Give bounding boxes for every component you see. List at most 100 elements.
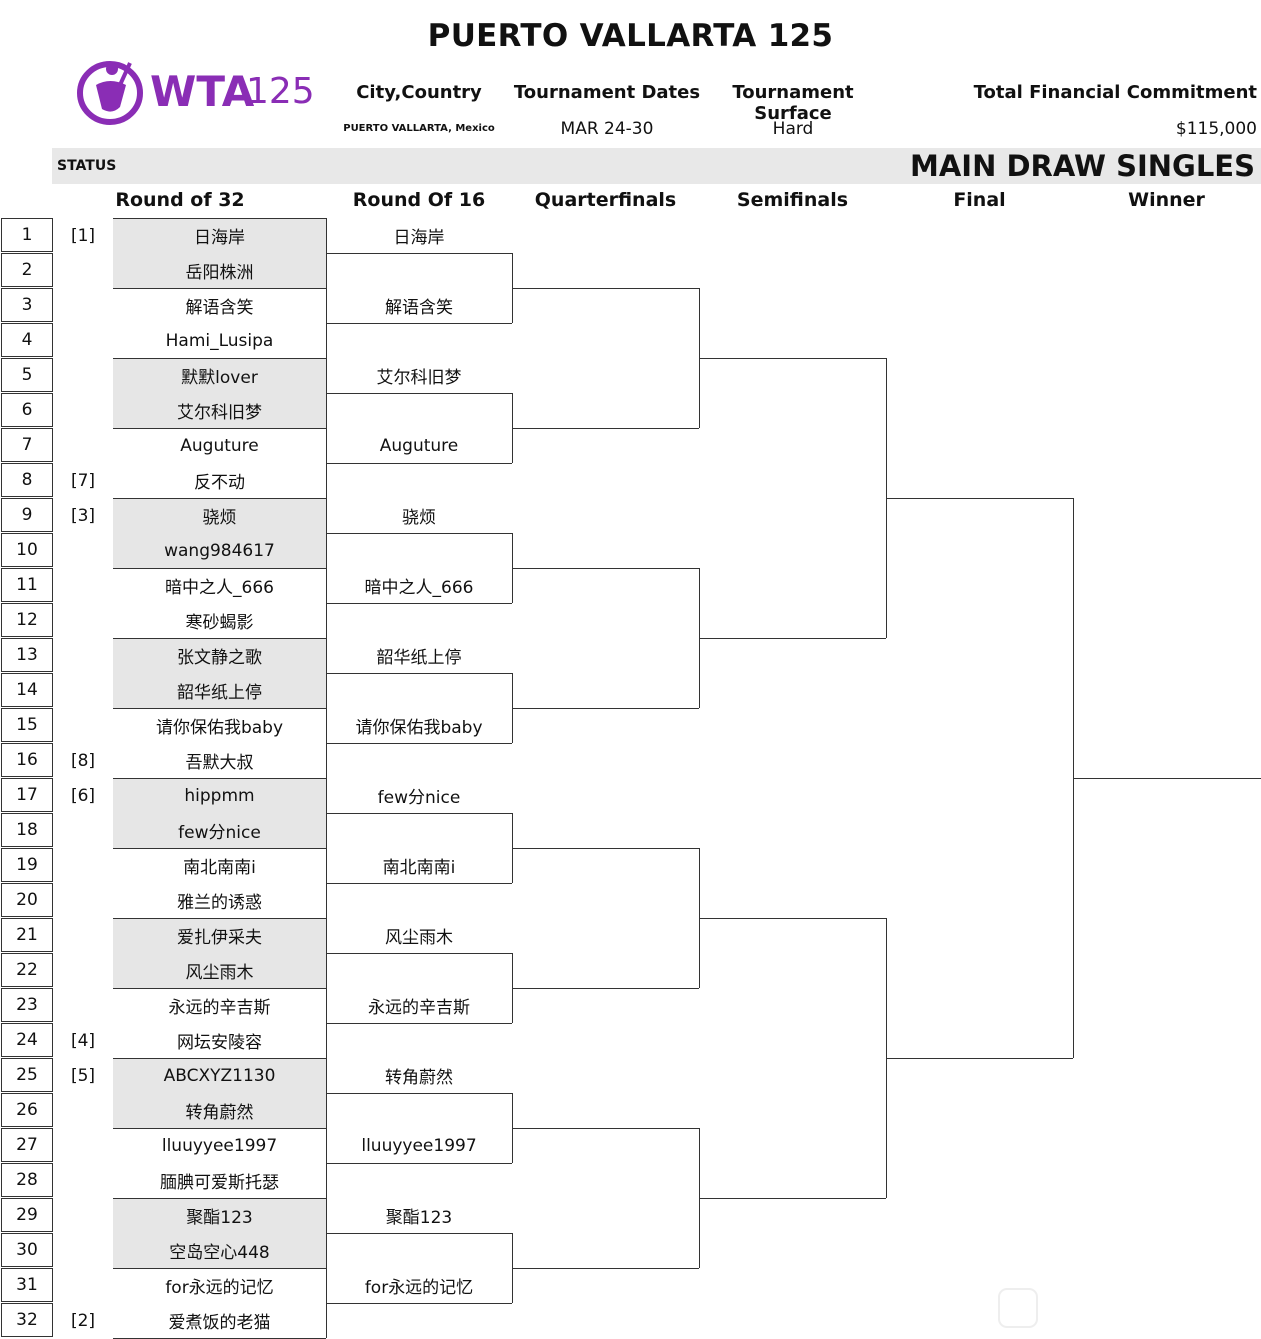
- draw-position-number: 17: [1, 778, 53, 812]
- draw-position-number: 1: [1, 218, 53, 252]
- page-title: PUERTO VALLARTA 125: [427, 18, 834, 54]
- round-of-16-player: lluuyyee1997: [361, 1135, 477, 1156]
- draw-position-number: 4: [1, 323, 53, 357]
- round-of-32-player: 雅兰的诱惑: [177, 893, 262, 913]
- draw-position-number: 16: [1, 743, 53, 777]
- seed-label: [3]: [70, 506, 96, 526]
- round-of-16-player: 日海岸: [393, 228, 445, 248]
- dates-header: Tournament Dates: [513, 82, 701, 103]
- draw-position-number: 32: [1, 1303, 53, 1337]
- col-round-of-16: Round Of 16: [352, 189, 486, 211]
- round-of-32-player: 韶华纸上停: [113, 673, 326, 708]
- financial-header: Total Financial Commitment: [973, 82, 1257, 103]
- col-winner: Winner: [1128, 189, 1205, 211]
- col-quarterfinals: Quarterfinals: [534, 189, 677, 211]
- round-of-32-player: 永远的辛吉斯: [168, 998, 271, 1018]
- seed-label: [8]: [70, 751, 96, 771]
- draw-label: MAIN DRAW SINGLES: [909, 149, 1255, 183]
- round-of-32-player: ABCXYZ1130: [113, 1058, 326, 1093]
- logo-125-text: 125: [246, 71, 315, 112]
- draw-position-number: 8: [1, 463, 53, 497]
- round-of-32-player: 反不动: [194, 473, 245, 493]
- round-of-16-player: for永远的记忆: [364, 1278, 474, 1298]
- round-of-32-player: few分nice: [113, 813, 326, 848]
- round-of-16-player: 聚酯123: [385, 1208, 453, 1228]
- draw-position-number: 3: [1, 288, 53, 322]
- round-of-32-player: 解语含笑: [185, 298, 254, 318]
- round-of-16-player: 骁烦: [402, 508, 436, 528]
- round-of-32-player: 寒砂蝎影: [185, 613, 254, 633]
- draw-position-number: 18: [1, 813, 53, 847]
- surface-value: Hard: [772, 119, 814, 139]
- surface-header: Tournament Surface: [732, 82, 854, 124]
- draw-position-number: 13: [1, 638, 53, 672]
- col-round-of-32: Round of 32: [115, 189, 245, 211]
- col-final: Final: [953, 189, 1006, 211]
- round-of-32-player: 风尘雨木: [113, 953, 326, 988]
- draw-position-number: 6: [1, 393, 53, 427]
- draw-position-number: 9: [1, 498, 53, 532]
- watermark-icon: [998, 1288, 1038, 1328]
- round-of-32-player: 南北南南i: [183, 858, 256, 878]
- draw-position-number: 23: [1, 988, 53, 1022]
- round-of-32-player: 艾尔科旧梦: [113, 393, 326, 428]
- draw-position-number: 7: [1, 428, 53, 462]
- col-semifinals: Semifinals: [736, 189, 849, 211]
- draw-position-number: 15: [1, 708, 53, 742]
- seed-label: [2]: [70, 1311, 96, 1331]
- draw-position-number: 25: [1, 1058, 53, 1092]
- draw-position-number: 2: [1, 253, 53, 287]
- draw-position-number: 20: [1, 883, 53, 917]
- draw-position-number: 30: [1, 1233, 53, 1267]
- round-of-16-player: 请你保佑我baby: [355, 718, 483, 738]
- round-of-32-player: 张文静之歌: [113, 638, 326, 673]
- status-label: STATUS: [57, 158, 117, 174]
- city-value: PUERTO VALLARTA, Mexico: [343, 123, 495, 134]
- round-of-16-player: Auguture: [379, 435, 459, 456]
- draw-position-number: 26: [1, 1093, 53, 1127]
- round-of-32-player: 岳阳株洲: [113, 253, 326, 288]
- financial-value: $115,000: [1175, 119, 1257, 139]
- dates-value: MAR 24-30: [560, 119, 654, 139]
- round-of-16-player: few分nice: [377, 788, 461, 808]
- round-of-16-player: 永远的辛吉斯: [368, 998, 470, 1018]
- round-of-16-player: 解语含笑: [385, 298, 453, 318]
- draw-position-number: 12: [1, 603, 53, 637]
- logo-wta-text: WTA: [150, 67, 255, 116]
- draw-position-number: 22: [1, 953, 53, 987]
- status-bar: [52, 148, 1261, 184]
- round-of-32-player: 日海岸: [113, 218, 326, 253]
- draw-position-number: 24: [1, 1023, 53, 1057]
- round-of-32-player: 爱扎伊采夫: [113, 918, 326, 953]
- draw-position-number: 21: [1, 918, 53, 952]
- city-header: City,Country: [356, 82, 482, 103]
- draw-position-number: 27: [1, 1128, 53, 1162]
- round-of-32-player: 空岛空心448: [113, 1233, 326, 1268]
- draw-position-number: 19: [1, 848, 53, 882]
- round-of-32-player: 默默lover: [113, 358, 326, 393]
- draw-position-number: 28: [1, 1163, 53, 1197]
- round-of-32-player: 请你保佑我baby: [155, 718, 284, 738]
- draw-position-number: 14: [1, 673, 53, 707]
- round-of-32-player: 爱煮饭的老猫: [168, 1313, 271, 1333]
- draw-position-number: 10: [1, 533, 53, 567]
- round-of-16-player: 南北南南i: [382, 858, 456, 878]
- round-of-16-player: 转角蔚然: [385, 1068, 453, 1088]
- seed-label: [1]: [70, 226, 96, 246]
- round-of-32-player: Hami_Lusipa: [165, 330, 274, 351]
- tennis-player-icon: [77, 61, 143, 125]
- round-of-32-player: 网坛安陵容: [177, 1033, 262, 1053]
- draw-position-number: 31: [1, 1268, 53, 1302]
- round-of-32-player: 腼腆可爱斯托瑟: [160, 1173, 279, 1193]
- seed-label: [5]: [70, 1066, 96, 1086]
- round-of-16-player: 暗中之人_666: [364, 578, 474, 598]
- round-of-32-player: hippmm: [113, 778, 326, 813]
- round-of-32-player: wang984617: [113, 533, 326, 568]
- round-of-32-player: 暗中之人_666: [165, 578, 274, 598]
- round-of-16-player: 艾尔科旧梦: [376, 368, 462, 388]
- round-of-32-player: 骁烦: [113, 498, 326, 533]
- draw-position-number: 11: [1, 568, 53, 602]
- round-of-16-player: 韶华纸上停: [376, 648, 462, 668]
- round-of-32-player: Auguture: [180, 435, 259, 456]
